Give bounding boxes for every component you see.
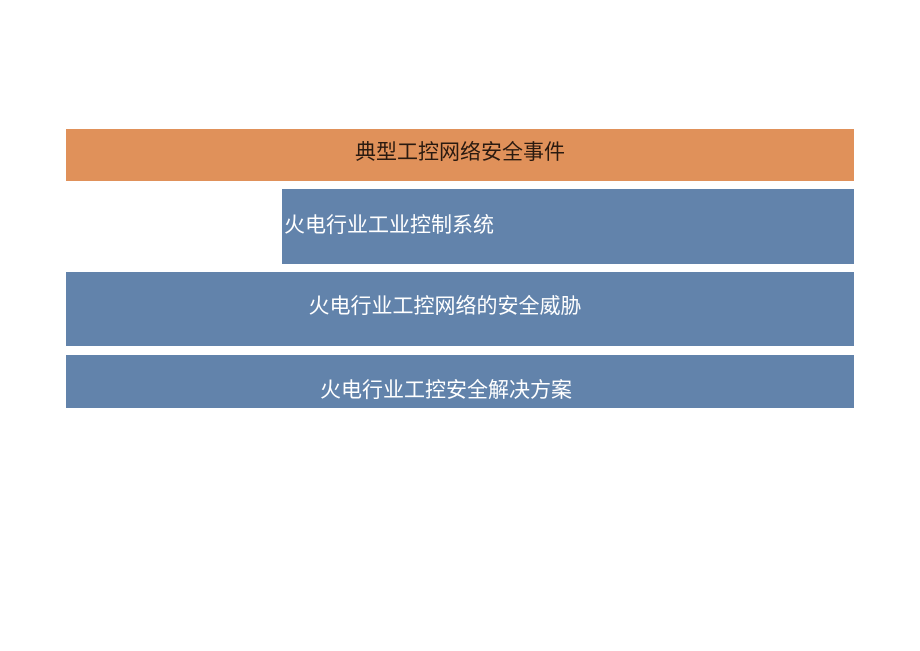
section-title-banner: 典型工控网络安全事件 xyxy=(66,129,854,181)
outline-item-security-threats: 火电行业工控网络的安全威胁 xyxy=(66,272,854,346)
section-title-text: 典型工控网络安全事件 xyxy=(355,140,565,164)
outline-item-security-solutions: 火电行业工控安全解决方案 xyxy=(66,355,854,408)
outline-item-label: 火电行业工控网络的安全威胁 xyxy=(308,294,582,318)
outline-item-control-system: 火电行业工业控制系统 xyxy=(282,189,854,264)
outline-item-label: 火电行业工业控制系统 xyxy=(284,212,494,237)
outline-item-label: 火电行业工控安全解决方案 xyxy=(320,377,572,402)
